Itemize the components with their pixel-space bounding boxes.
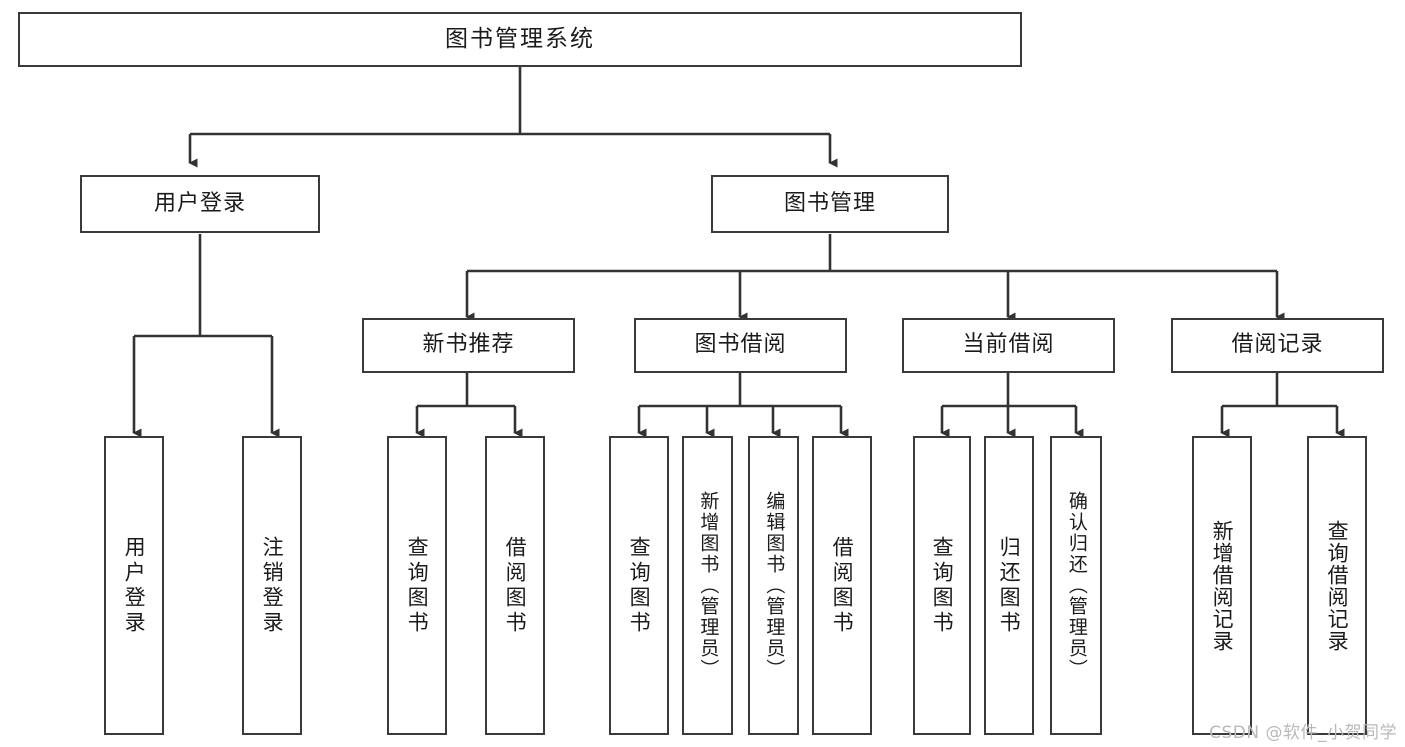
leaf-book-borrow-borrow[interactable]: 借阅图书 [812, 436, 872, 735]
leaf-book-borrow-add[interactable]: 新增图书（管理员） [682, 436, 733, 735]
node-new-book-recommend[interactable]: 新书推荐 [362, 318, 575, 373]
leaf-current-borrow-confirm-return[interactable]: 确认归还（管理员） [1050, 436, 1102, 735]
node-user-login[interactable]: 用户登录 [80, 175, 320, 233]
leaf-user-login-logout[interactable]: 注销登录 [242, 436, 302, 735]
node-book-borrow[interactable]: 图书借阅 [634, 318, 847, 373]
node-book-management[interactable]: 图书管理 [711, 175, 949, 233]
leaf-new-book-borrow[interactable]: 借阅图书 [485, 436, 545, 735]
leaf-new-book-query[interactable]: 查询图书 [387, 436, 447, 735]
node-current-borrow[interactable]: 当前借阅 [902, 318, 1115, 373]
leaf-borrow-record-query[interactable]: 查询借阅记录 [1307, 436, 1367, 735]
leaf-current-borrow-return[interactable]: 归还图书 [984, 436, 1034, 735]
watermark-text: CSDN @软件_小贺同学 [1209, 723, 1397, 743]
leaf-current-borrow-query[interactable]: 查询图书 [913, 436, 971, 735]
leaf-borrow-record-add[interactable]: 新增借阅记录 [1192, 436, 1252, 735]
leaf-user-login-login[interactable]: 用户登录 [104, 436, 164, 735]
node-root-system[interactable]: 图书管理系统 [18, 12, 1022, 67]
node-borrow-record[interactable]: 借阅记录 [1171, 318, 1384, 373]
leaf-book-borrow-query[interactable]: 查询图书 [609, 436, 669, 735]
leaf-book-borrow-edit[interactable]: 编辑图书（管理员） [748, 436, 799, 735]
